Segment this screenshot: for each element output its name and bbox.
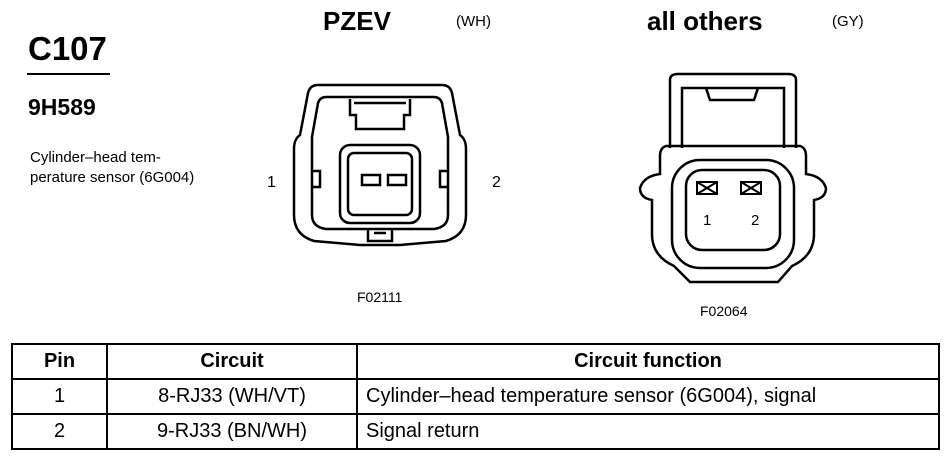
figure-code-all-others: F02064 xyxy=(700,303,748,319)
view-color-pzev: (WH) xyxy=(456,13,491,30)
cell-pin: 1 xyxy=(11,378,108,415)
table-row: 1 8-RJ33 (WH/VT) Cylinder–head temperatu… xyxy=(11,378,940,415)
view-title-pzev: PZEV xyxy=(323,6,391,36)
cell-pin: 2 xyxy=(11,413,108,450)
header-circuit-function: Circuit function xyxy=(356,343,940,380)
cell-circuit-function: Cylinder–head temperature sensor (6G004)… xyxy=(356,378,940,415)
pzev-pin-2-label: 2 xyxy=(492,174,501,191)
pinout-table: Pin Circuit Circuit function 1 8-RJ33 (W… xyxy=(11,343,940,450)
view-title-all-others: all others xyxy=(647,6,763,36)
cell-circuit: 8-RJ33 (WH/VT) xyxy=(106,378,358,415)
cell-circuit: 9-RJ33 (BN/WH) xyxy=(106,413,358,450)
connector-id-underline xyxy=(27,73,110,75)
connector-description: Cylinder–head tem- perature sensor (6G00… xyxy=(30,149,195,186)
header-pin: Pin xyxy=(11,343,108,380)
figure-code-pzev: F02111 xyxy=(357,289,403,305)
pzev-pin-1-label: 1 xyxy=(267,174,276,191)
header-circuit: Circuit xyxy=(106,343,358,380)
all-others-pin-2-label: 2 xyxy=(751,212,760,229)
connector-id: C107 xyxy=(28,30,107,67)
part-number: 9H589 xyxy=(28,94,96,120)
all-others-connector-drawing xyxy=(638,72,828,284)
table-row: 2 9-RJ33 (BN/WH) Signal return xyxy=(11,413,940,450)
all-others-pin-1-label: 1 xyxy=(703,212,712,229)
view-color-all-others: (GY) xyxy=(832,13,864,30)
pzev-connector-drawing xyxy=(292,83,468,247)
table-header-row: Pin Circuit Circuit function xyxy=(11,343,940,380)
cell-circuit-function: Signal return xyxy=(356,413,940,450)
